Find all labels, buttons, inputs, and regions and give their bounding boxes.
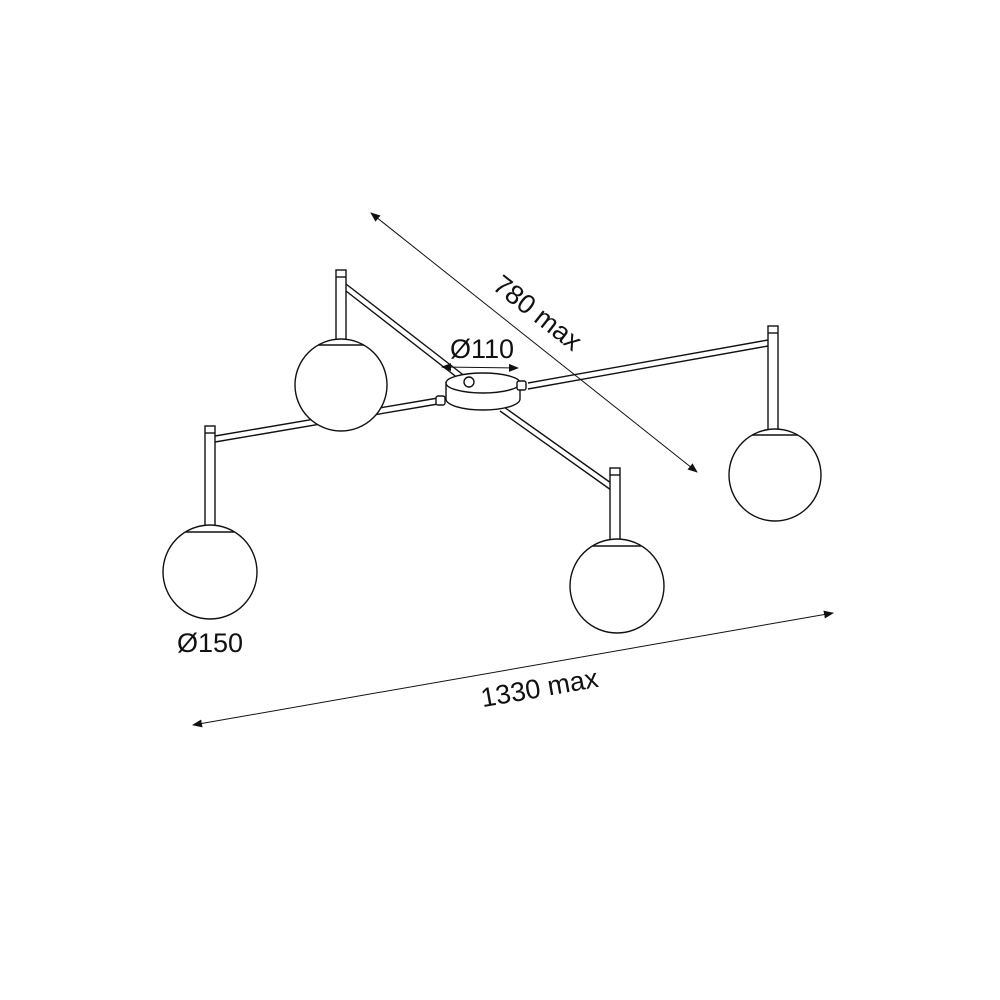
width-label: 1330 max bbox=[478, 663, 600, 713]
globe bbox=[569, 538, 665, 634]
canopy-knob-left bbox=[435, 395, 446, 406]
depth-dimension-line bbox=[370, 212, 698, 473]
canopy bbox=[435, 372, 527, 411]
lamp-front bbox=[569, 467, 665, 634]
globe bbox=[162, 524, 258, 620]
lamp-right bbox=[728, 325, 822, 522]
globe-diameter-label: Ø150 bbox=[177, 628, 243, 658]
lamp-left bbox=[162, 425, 258, 620]
canopy-dimension-line bbox=[441, 363, 519, 372]
width-dimension-line bbox=[192, 610, 834, 728]
arm-front bbox=[499, 406, 612, 491]
globe bbox=[728, 428, 822, 522]
canopy-knob-right bbox=[516, 380, 527, 391]
canopy-knob-back bbox=[463, 376, 475, 388]
globe bbox=[294, 338, 388, 432]
canopy-diameter-label: Ø110 bbox=[450, 334, 514, 364]
lamp-back-left bbox=[294, 269, 388, 432]
